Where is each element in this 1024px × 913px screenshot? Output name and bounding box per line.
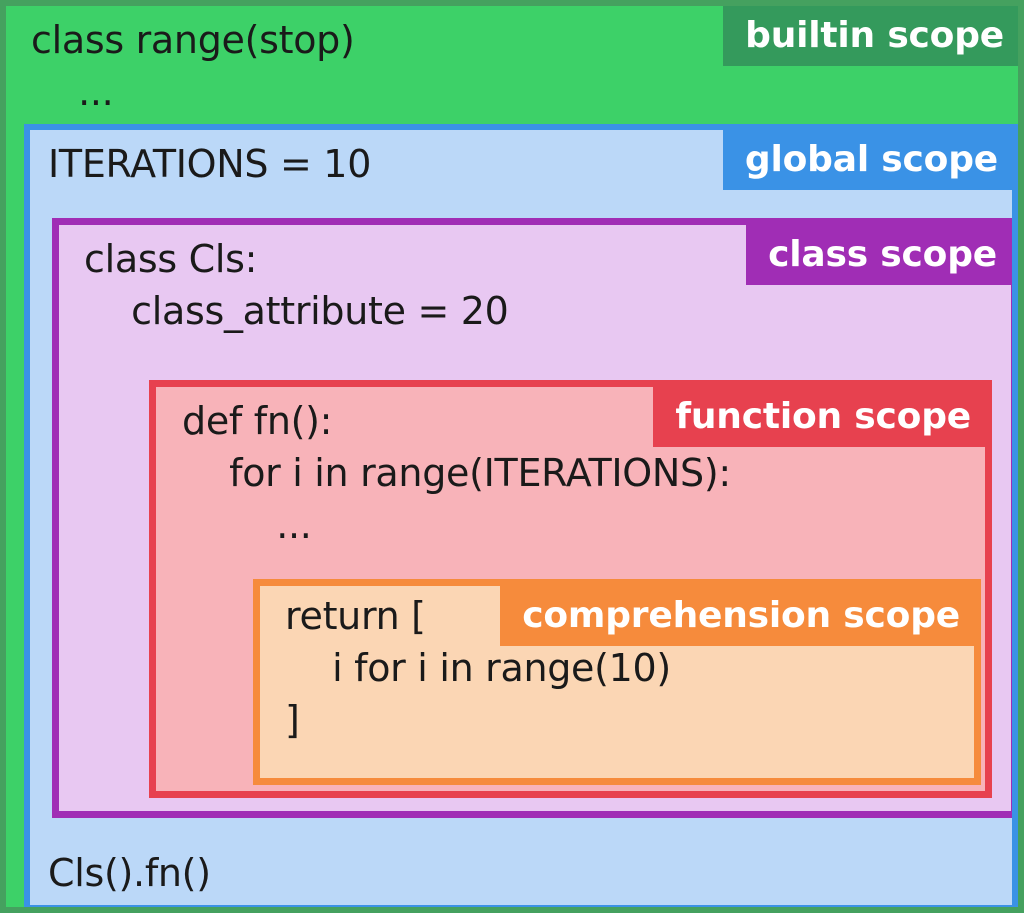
comprehension-scope-box: comprehension scope return [ i for i in … <box>253 579 981 785</box>
function-scope-label: function scope <box>653 387 985 447</box>
builtin-scope-code: class range(stop) ... <box>31 18 355 114</box>
global-scope-code-top: ITERATIONS = 10 <box>48 142 372 186</box>
function-scope-code: def fn(): for i in range(ITERATIONS): ..… <box>182 399 731 547</box>
comprehension-scope-label: comprehension scope <box>500 586 974 646</box>
global-scope-code-bottom: Cls().fn() <box>48 851 211 895</box>
class-scope-box: class scope class Cls: class_attribute =… <box>52 218 1012 818</box>
builtin-scope-label: builtin scope <box>723 6 1018 66</box>
class-scope-label: class scope <box>746 225 1011 285</box>
function-scope-box: function scope def fn(): for i in range(… <box>149 380 992 798</box>
global-scope-label: global scope <box>722 130 1012 190</box>
class-scope-code: class Cls: class_attribute = 20 <box>84 237 509 333</box>
global-scope-box: global scope ITERATIONS = 10 Cls().fn() … <box>24 124 1018 907</box>
comprehension-scope-code: return [ i for i in range(10) ] <box>285 594 671 742</box>
